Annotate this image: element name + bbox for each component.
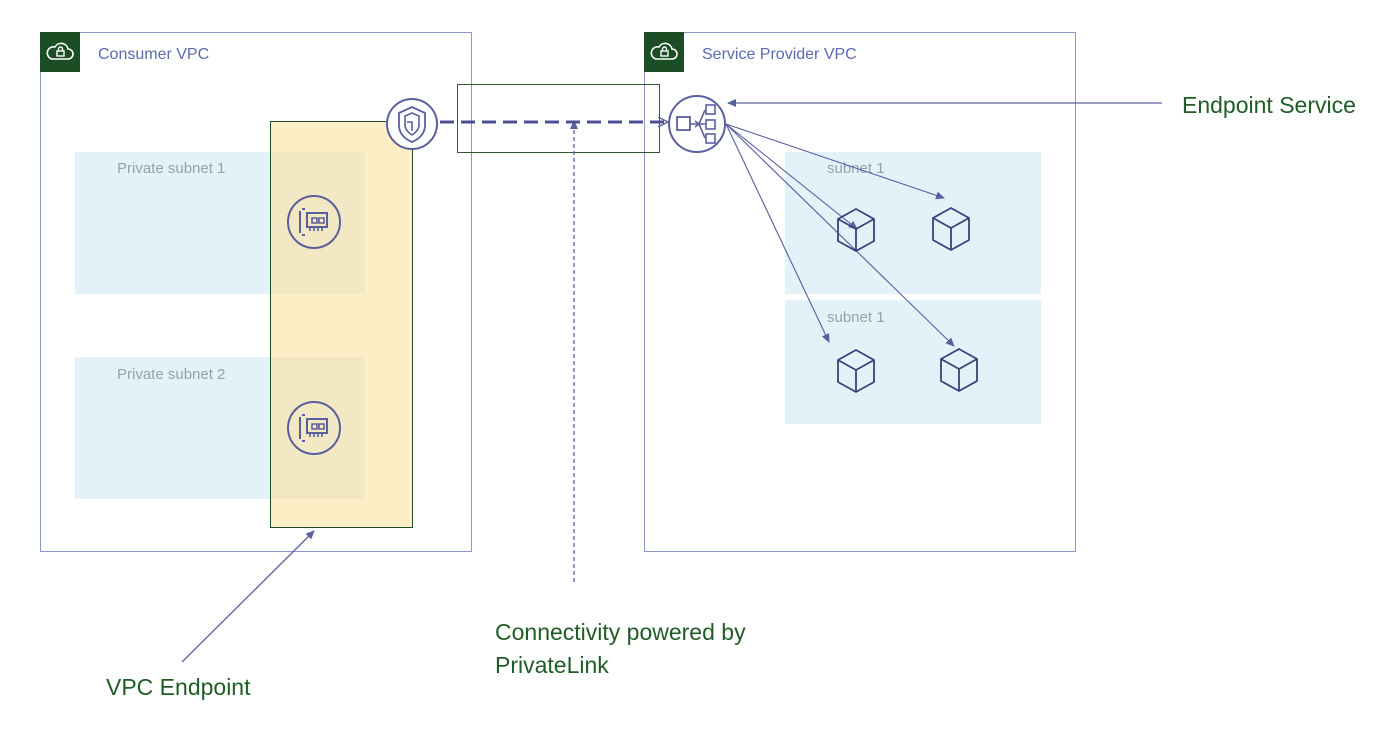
consumer-vpc (40, 32, 472, 552)
cube-instance-icon-2 (932, 207, 970, 251)
provider-vpc-cloud-lock-icon (644, 32, 684, 72)
cube-instance-icon-3 (837, 349, 875, 393)
privatelink-callout-line2: PrivateLink (495, 652, 609, 678)
cube-instance-icon-4 (940, 348, 978, 392)
private-subnet-1-label: Private subnet 1 (117, 160, 226, 177)
endpoint-service-callout: Endpoint Service (1182, 92, 1356, 118)
vpc-endpoint-pointer (181, 530, 315, 663)
consumer-vpc-cloud-lock-icon (40, 32, 80, 72)
load-balancer-fanout (725, 123, 955, 347)
network-interface-icon-2 (287, 401, 341, 455)
private-subnet-2-label: Private subnet 2 (117, 366, 226, 383)
privatelink-callout-line1: Connectivity powered by (495, 619, 746, 645)
vpc-endpoint-callout: VPC Endpoint (106, 674, 251, 700)
service-provider-vpc (644, 32, 1076, 552)
cube-instance-icon-1 (837, 208, 875, 252)
provider-subnet-b-label: subnet 1 (827, 309, 885, 326)
consumer-vpc-title: Consumer VPC (98, 46, 210, 63)
shield-endpoint-icon (386, 98, 438, 150)
network-interface-icon-1 (287, 195, 341, 249)
provider-subnet-b (785, 300, 1041, 424)
vpc-endpoint-band (270, 121, 413, 528)
provider-vpc-title: Service Provider VPC (702, 46, 857, 63)
load-balancer-icon (668, 95, 726, 153)
